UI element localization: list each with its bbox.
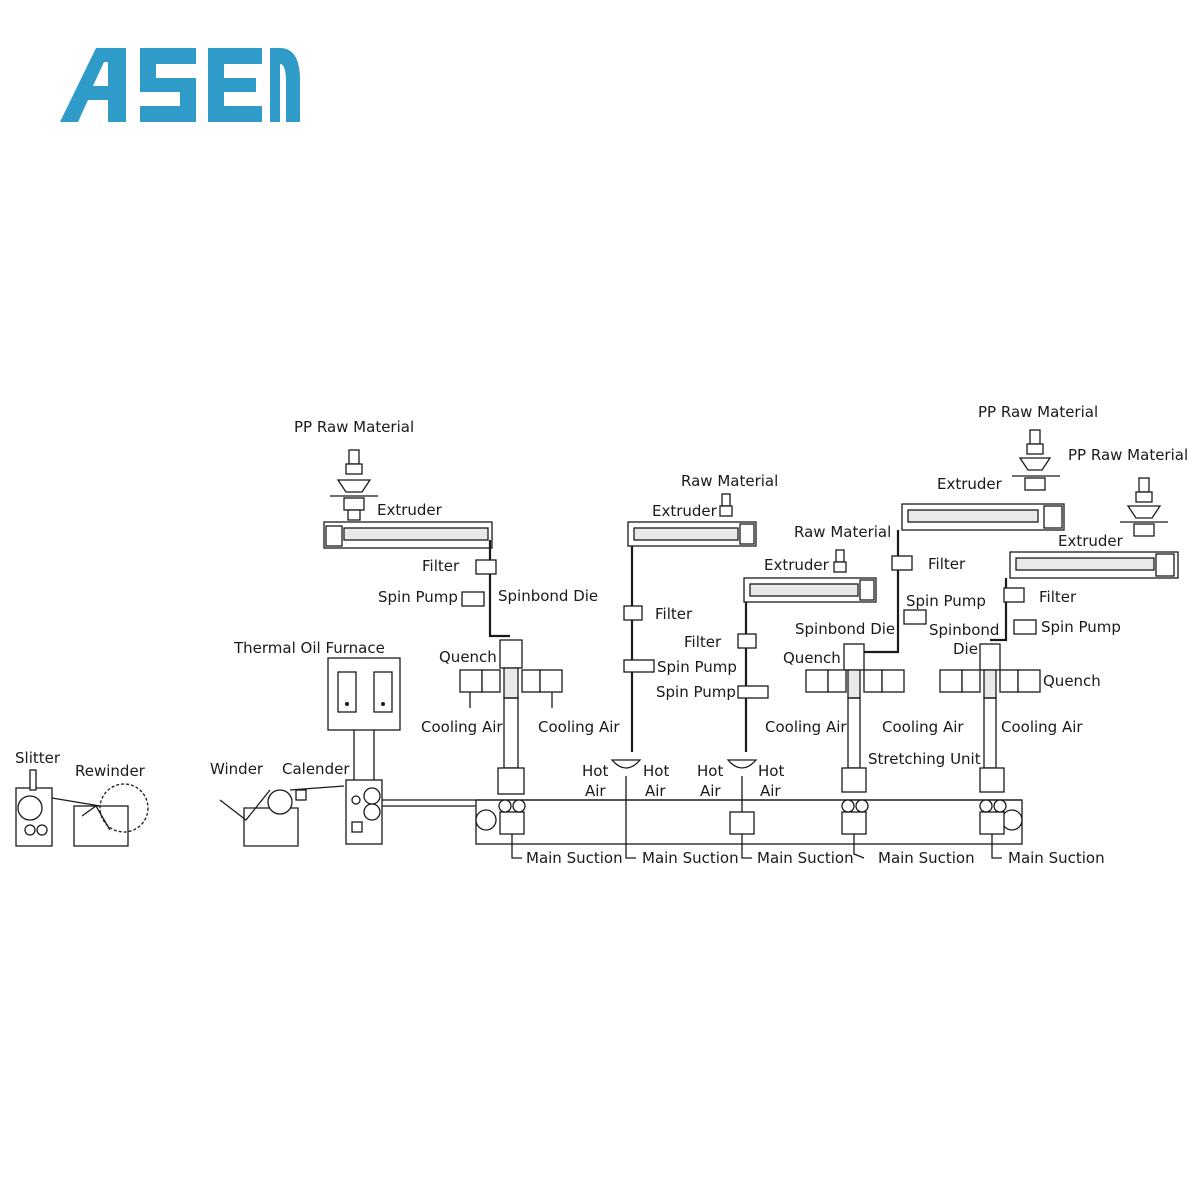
label-spinbond-5-line2: Die — [953, 640, 978, 658]
label-stretching-unit: Stretching Unit — [868, 750, 981, 768]
station-2 — [610, 493, 757, 800]
label-calender: Calender — [282, 760, 350, 778]
slitter — [15, 769, 101, 847]
label-main-suction-5: Main Suction — [1008, 849, 1105, 867]
label-extruder-1: Extruder — [377, 501, 443, 519]
label-filter-5: Filter — [1039, 588, 1077, 606]
label-extruder-4: Extruder — [937, 475, 1003, 493]
label-air-2a: Air — [585, 782, 606, 800]
label-filter-4: Filter — [928, 555, 966, 573]
label-main-suction-1: Main Suction — [526, 849, 623, 867]
station-1 — [323, 449, 563, 813]
logo-text: ASEN — [60, 158, 63, 161]
label-filter-3: Filter — [684, 633, 722, 651]
label-cooling-air-4b: Cooling Air — [882, 718, 964, 736]
label-air-3b: Air — [760, 782, 781, 800]
label-raw-3: Raw Material — [794, 523, 891, 541]
label-filter-1: Filter — [422, 557, 460, 575]
label-cooling-air-1a: Cooling Air — [421, 718, 503, 736]
label-extruder-3: Extruder — [764, 556, 830, 574]
label-spin-pump-4: Spin Pump — [906, 592, 986, 610]
station-3 — [726, 549, 877, 812]
label-quench-5: Quench — [1043, 672, 1101, 690]
label-pp-raw-4: PP Raw Material — [978, 403, 1098, 421]
label-spin-pump-1: Spin Pump — [378, 588, 458, 606]
label-slitter: Slitter — [15, 749, 61, 767]
label-cooling-air-4a: Cooling Air — [765, 718, 847, 736]
label-rewinder: Rewinder — [75, 762, 146, 780]
label-quench-4: Quench — [783, 649, 841, 667]
thermal-oil-furnace — [327, 657, 401, 780]
label-pp-raw-5: PP Raw Material — [1068, 446, 1188, 464]
label-spinbond-die-4: Spinbond Die — [795, 620, 895, 638]
label-filter-2: Filter — [655, 605, 693, 623]
label-winder: Winder — [210, 760, 264, 778]
label-thermal-oil: Thermal Oil Furnace — [233, 639, 385, 657]
label-spinbond-die-1: Spinbond Die — [498, 587, 598, 605]
label-main-suction-2: Main Suction — [642, 849, 739, 867]
label-hot-3a: Hot — [697, 762, 723, 780]
label-spin-pump-3: Spin Pump — [656, 683, 736, 701]
label-air-2b: Air — [645, 782, 666, 800]
label-pp-raw-1: PP Raw Material — [294, 418, 414, 436]
station-4 — [805, 429, 1065, 813]
label-spin-pump-2: Spin Pump — [657, 658, 737, 676]
label-cooling-air-5: Cooling Air — [1001, 718, 1083, 736]
base-conveyor — [380, 799, 1023, 859]
label-extruder-5: Extruder — [1058, 532, 1124, 550]
calender — [345, 779, 383, 845]
asen-logo: ASEN — [60, 48, 300, 161]
label-cooling-air-1b: Cooling Air — [538, 718, 620, 736]
label-hot-2b: Hot — [643, 762, 669, 780]
winder — [219, 785, 345, 847]
labels: PP Raw Material Extruder Filter Spin Pum… — [15, 403, 1188, 867]
label-hot-3b: Hot — [758, 762, 784, 780]
label-quench-1: Quench — [439, 648, 497, 666]
station-5 — [939, 477, 1179, 813]
label-spin-pump-5: Spin Pump — [1041, 618, 1121, 636]
label-raw-2: Raw Material — [681, 472, 778, 490]
rewinder — [73, 783, 149, 847]
label-spinbond-5-line1: Spinbond — [929, 621, 999, 639]
label-hot-2a: Hot — [582, 762, 608, 780]
label-main-suction-4: Main Suction — [878, 849, 975, 867]
label-main-suction-3: Main Suction — [757, 849, 854, 867]
label-air-3a: Air — [700, 782, 721, 800]
label-extruder-2: Extruder — [652, 502, 718, 520]
